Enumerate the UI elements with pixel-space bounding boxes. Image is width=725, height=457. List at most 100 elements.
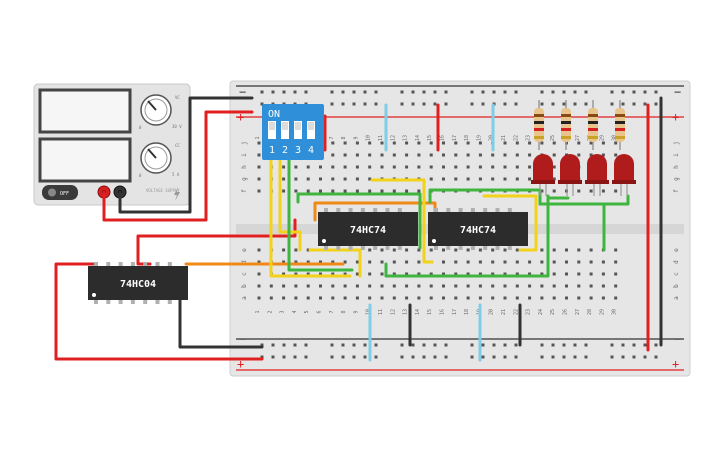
hole — [552, 177, 556, 181]
hole — [454, 177, 458, 181]
column-number: 16 — [440, 135, 446, 141]
hole — [491, 284, 495, 288]
hole — [614, 284, 618, 288]
bottom-plus-left: + — [237, 357, 244, 371]
hole — [589, 189, 593, 193]
wire-green-bottom — [384, 194, 550, 278]
hole — [331, 284, 335, 288]
hole — [405, 141, 409, 145]
hole — [478, 165, 482, 169]
hole — [380, 248, 384, 252]
column-number: 4 — [292, 310, 298, 313]
hole — [478, 248, 482, 252]
hole — [319, 189, 322, 193]
hole — [257, 141, 261, 145]
hole — [528, 260, 532, 264]
column-number: 15 — [427, 135, 433, 141]
column-number: 1 — [255, 310, 261, 313]
hole — [601, 296, 605, 300]
hole — [257, 296, 261, 300]
rail-hole — [540, 343, 544, 347]
hole — [466, 260, 470, 264]
column-number: 16 — [440, 309, 446, 315]
hole — [282, 260, 286, 264]
hole — [355, 189, 359, 193]
hole — [355, 272, 359, 276]
column-number: 6 — [317, 310, 323, 313]
hole — [515, 272, 519, 276]
rail-hole — [352, 343, 356, 347]
voltage-max-label: 30 V — [172, 124, 182, 129]
rail-hole — [654, 102, 658, 106]
hole — [601, 260, 605, 264]
chip-pin — [483, 208, 488, 212]
hole — [331, 189, 335, 193]
hole — [442, 296, 445, 300]
column-number: 28 — [587, 309, 593, 315]
hole — [368, 141, 372, 145]
hole — [503, 260, 507, 264]
wire-black-supply — [118, 96, 254, 214]
hole — [503, 248, 507, 252]
chip-pin — [385, 208, 390, 212]
hole — [466, 153, 470, 157]
led[interactable] — [587, 154, 607, 182]
hole — [429, 177, 433, 181]
hole — [491, 272, 495, 276]
hole — [380, 141, 384, 145]
rail-hole — [422, 90, 426, 94]
hole — [503, 165, 507, 169]
rail-hole — [422, 102, 426, 106]
hole — [577, 153, 581, 157]
voltage-min-label: 0 — [139, 125, 142, 130]
rail-hole — [643, 355, 647, 359]
chip-74hc74-left[interactable]: 74HC74 — [318, 212, 418, 246]
rail-hole — [374, 102, 378, 106]
rail-hole — [551, 102, 555, 106]
column-number: 19 — [476, 135, 482, 141]
rail-hole — [503, 343, 507, 347]
chip-74hc74-right[interactable]: 74HC74 — [428, 212, 528, 246]
led[interactable] — [560, 154, 580, 182]
hole — [528, 141, 532, 145]
led-rim — [612, 180, 636, 184]
hole — [442, 248, 445, 252]
led[interactable] — [614, 154, 634, 182]
rail-hole — [260, 90, 264, 94]
hole — [392, 284, 396, 288]
hole — [454, 141, 458, 145]
rail-hole — [503, 355, 507, 359]
hole — [565, 296, 568, 300]
led[interactable] — [533, 154, 553, 182]
chip-74hc04[interactable]: 74HC04 — [88, 266, 188, 300]
hole — [515, 141, 519, 145]
column-number: 30 — [612, 309, 618, 315]
hole — [368, 153, 372, 157]
chip-pin — [130, 262, 135, 266]
rail-hole — [610, 343, 614, 347]
hole — [503, 141, 507, 145]
wire-green-switch3 — [287, 158, 354, 272]
row-letter: h — [673, 165, 680, 169]
chip-pin — [336, 208, 341, 212]
column-number: 14 — [415, 135, 421, 141]
rail-hole — [341, 102, 345, 106]
hole — [515, 260, 519, 264]
column-number: 17 — [452, 135, 458, 141]
rail-hole — [584, 102, 588, 106]
current-max-label: 5 A — [172, 172, 180, 177]
hole — [491, 248, 495, 252]
hole — [294, 177, 298, 181]
hole — [343, 260, 347, 264]
chip-pin — [336, 246, 341, 250]
hole — [380, 284, 384, 288]
hole — [478, 153, 482, 157]
row-letter: c — [241, 272, 248, 276]
hole — [601, 272, 605, 276]
column-number: 8 — [341, 310, 347, 313]
hole — [257, 272, 261, 276]
chip-pin — [434, 208, 438, 212]
row-letter: d — [673, 260, 680, 264]
hole — [294, 165, 298, 169]
